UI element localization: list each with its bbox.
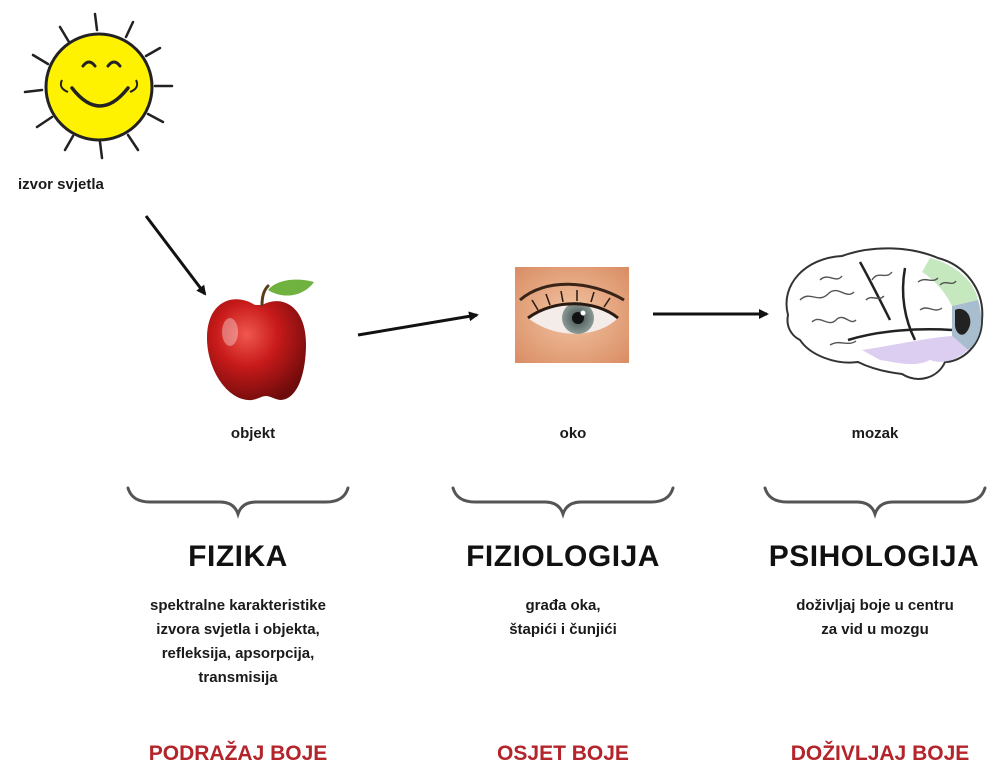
sun-icon: [25, 14, 172, 158]
brain-icon: [787, 248, 983, 379]
arrow-sun-to-apple: [146, 216, 205, 294]
stage-label-objekt: objekt: [178, 425, 328, 442]
stage-title-fiziologija: FIZIOLOGIJA: [443, 540, 683, 574]
stage-description-psihologija: doživljaj boje u centru za vid u mozgu: [760, 594, 990, 642]
stage-result-podrazaj: PODRAŽAJ BOJE: [118, 742, 358, 766]
stage-description-fiziologija: građa oka, štapići i čunjići: [443, 594, 683, 642]
stage-label-mozak: mozak: [800, 425, 950, 442]
apple-icon: [207, 280, 314, 400]
stage-label-oko: oko: [498, 425, 648, 442]
brace-psihologija: [765, 488, 985, 514]
stage-result-dozivljaj: DOŽIVLJAJ BOJE: [770, 742, 990, 766]
eye-icon: [515, 267, 629, 363]
stage-title-psihologija: PSIHOLOGIJA: [755, 540, 993, 574]
stage-title-fizika: FIZIKA: [128, 540, 348, 574]
stage-description-fizika: spektralne karakteristike izvora svjetla…: [110, 594, 366, 690]
arrow-apple-to-eye: [358, 315, 477, 335]
brace-fizika: [128, 488, 348, 514]
brace-fiziologija: [453, 488, 673, 514]
source-label: izvor svjetla: [18, 176, 168, 193]
stage-result-osjet: OSJET BOJE: [453, 742, 673, 766]
